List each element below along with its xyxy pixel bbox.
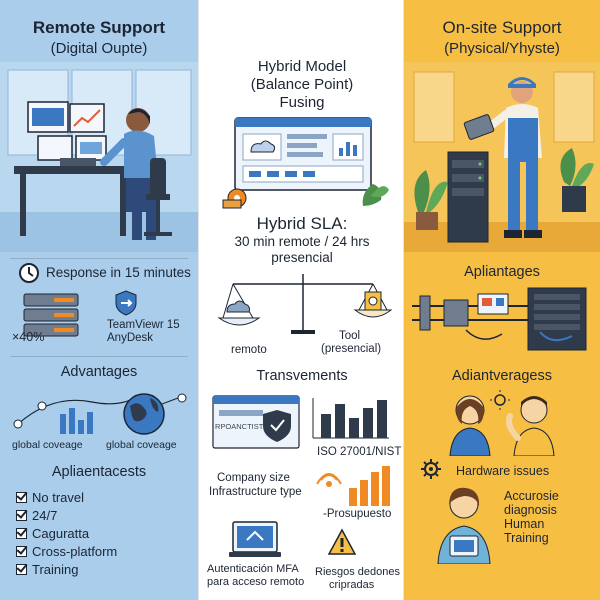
response-time-text: Response in 15 minutes <box>46 265 191 280</box>
hybrid-sla-detail-2: presencial <box>271 250 333 265</box>
point-training: Training <box>504 531 549 545</box>
checkbox-icon <box>16 563 27 575</box>
mfa-label-1: Autenticación MFA <box>207 563 299 575</box>
checkbox-icon <box>16 491 27 503</box>
scale-label-remoto: remoto <box>231 344 267 356</box>
remote-divider-2 <box>10 356 188 357</box>
global-coverage-label-2: global coveage <box>106 439 177 451</box>
checklist-item: 24/7 <box>16 506 117 524</box>
risk-label-2: cripradas <box>329 579 375 591</box>
hybrid-title-line-1: Hybrid Model <box>257 58 347 75</box>
onsite-section-2-heading: Adiantveragess <box>452 368 552 384</box>
checklist-item: Caguratta <box>16 524 117 542</box>
hybrid-sla-detail-1: 30 min remote / 24 hrs <box>234 234 370 249</box>
remote-divider-1 <box>10 258 188 259</box>
hybrid-sla-title: Hybrid SLA: <box>256 214 348 233</box>
remote-list-heading: Apliaentacests <box>51 464 147 480</box>
budget-label: -Prosupuesto <box>323 508 392 520</box>
settings-gear-icon <box>420 458 442 480</box>
company-size-label: Company size <box>217 472 290 484</box>
remote-advantages-heading: Advantages <box>60 364 138 380</box>
warning-icon <box>327 528 357 556</box>
hybrid-dashboard-illustration <box>213 114 393 214</box>
hybrid-section-heading: Transvements <box>256 368 348 384</box>
global-coverage-graphic <box>12 384 192 440</box>
iso-standard-label: ISO 27001/NIST <box>317 446 402 458</box>
server-stack-icon <box>22 292 80 338</box>
point-accuracy: Accurosie <box>504 489 559 503</box>
remote-checklist: No travel 24/7 Caguratta Cross-platform … <box>16 488 117 578</box>
risk-label-1: Riesgos dedones <box>315 566 401 578</box>
mfa-laptop-illustration <box>227 520 283 560</box>
percent-value: ×40% <box>12 330 45 344</box>
mfa-label-2: para acceso remoto <box>207 576 305 588</box>
global-coverage-label-1: global coveage <box>12 439 83 451</box>
checkbox-icon <box>16 527 27 539</box>
remote-office-scene <box>0 62 198 252</box>
onsite-subtitle: (Physical/Yhyste) <box>444 40 560 57</box>
security-screen-illustration <box>211 392 301 452</box>
remote-subtitle: (Digital Oupte) <box>50 40 148 57</box>
checklist-item: Training <box>16 560 117 578</box>
screen-label: RPOANCTIST <box>215 422 264 431</box>
support-team-illustration <box>444 390 564 456</box>
remote-support-column: Remote Support (Digital Oupte) <box>0 0 198 600</box>
teamviewer-shield-icon <box>114 290 138 316</box>
trainer-illustration <box>432 484 496 564</box>
scale-label-presencial: (presencial) <box>321 343 382 355</box>
point-diagnosis: diagnosis <box>504 503 557 517</box>
compliance-bar-chart <box>309 396 391 440</box>
checkbox-icon <box>16 545 27 557</box>
onsite-title: On-site Support <box>442 18 562 37</box>
checkbox-icon <box>16 509 27 521</box>
remote-title: Remote Support <box>32 18 166 37</box>
hardware-rack-illustration <box>412 284 596 354</box>
hybrid-title-line-3: Fusing <box>279 94 325 111</box>
scale-label-tool: Tool <box>339 330 361 342</box>
balance-scale-illustration <box>213 270 393 338</box>
onsite-support-column: On-site Support (Physical/Yhyste) <box>404 0 600 600</box>
budget-chart <box>315 462 395 508</box>
hybrid-title-line-2: (Balance Point) <box>250 76 354 93</box>
checklist-item: Cross-platform <box>16 542 117 560</box>
tool-anydesk: AnyDesk <box>107 332 154 344</box>
onsite-section-1-heading: Apliantages <box>464 264 540 280</box>
checklist-item: No travel <box>16 488 117 506</box>
point-human: Human <box>504 517 545 531</box>
onsite-technician-scene <box>404 62 600 252</box>
tool-teamviewer: TeamViewr 15 <box>107 319 180 331</box>
infrastructure-type-label: Infrastructure type <box>209 486 302 498</box>
hybrid-model-column: Hybrid Model (Balance Point) Fusing <box>198 0 404 600</box>
hardware-issues-label: Hardware issues <box>456 464 550 478</box>
clock-icon <box>18 262 40 284</box>
